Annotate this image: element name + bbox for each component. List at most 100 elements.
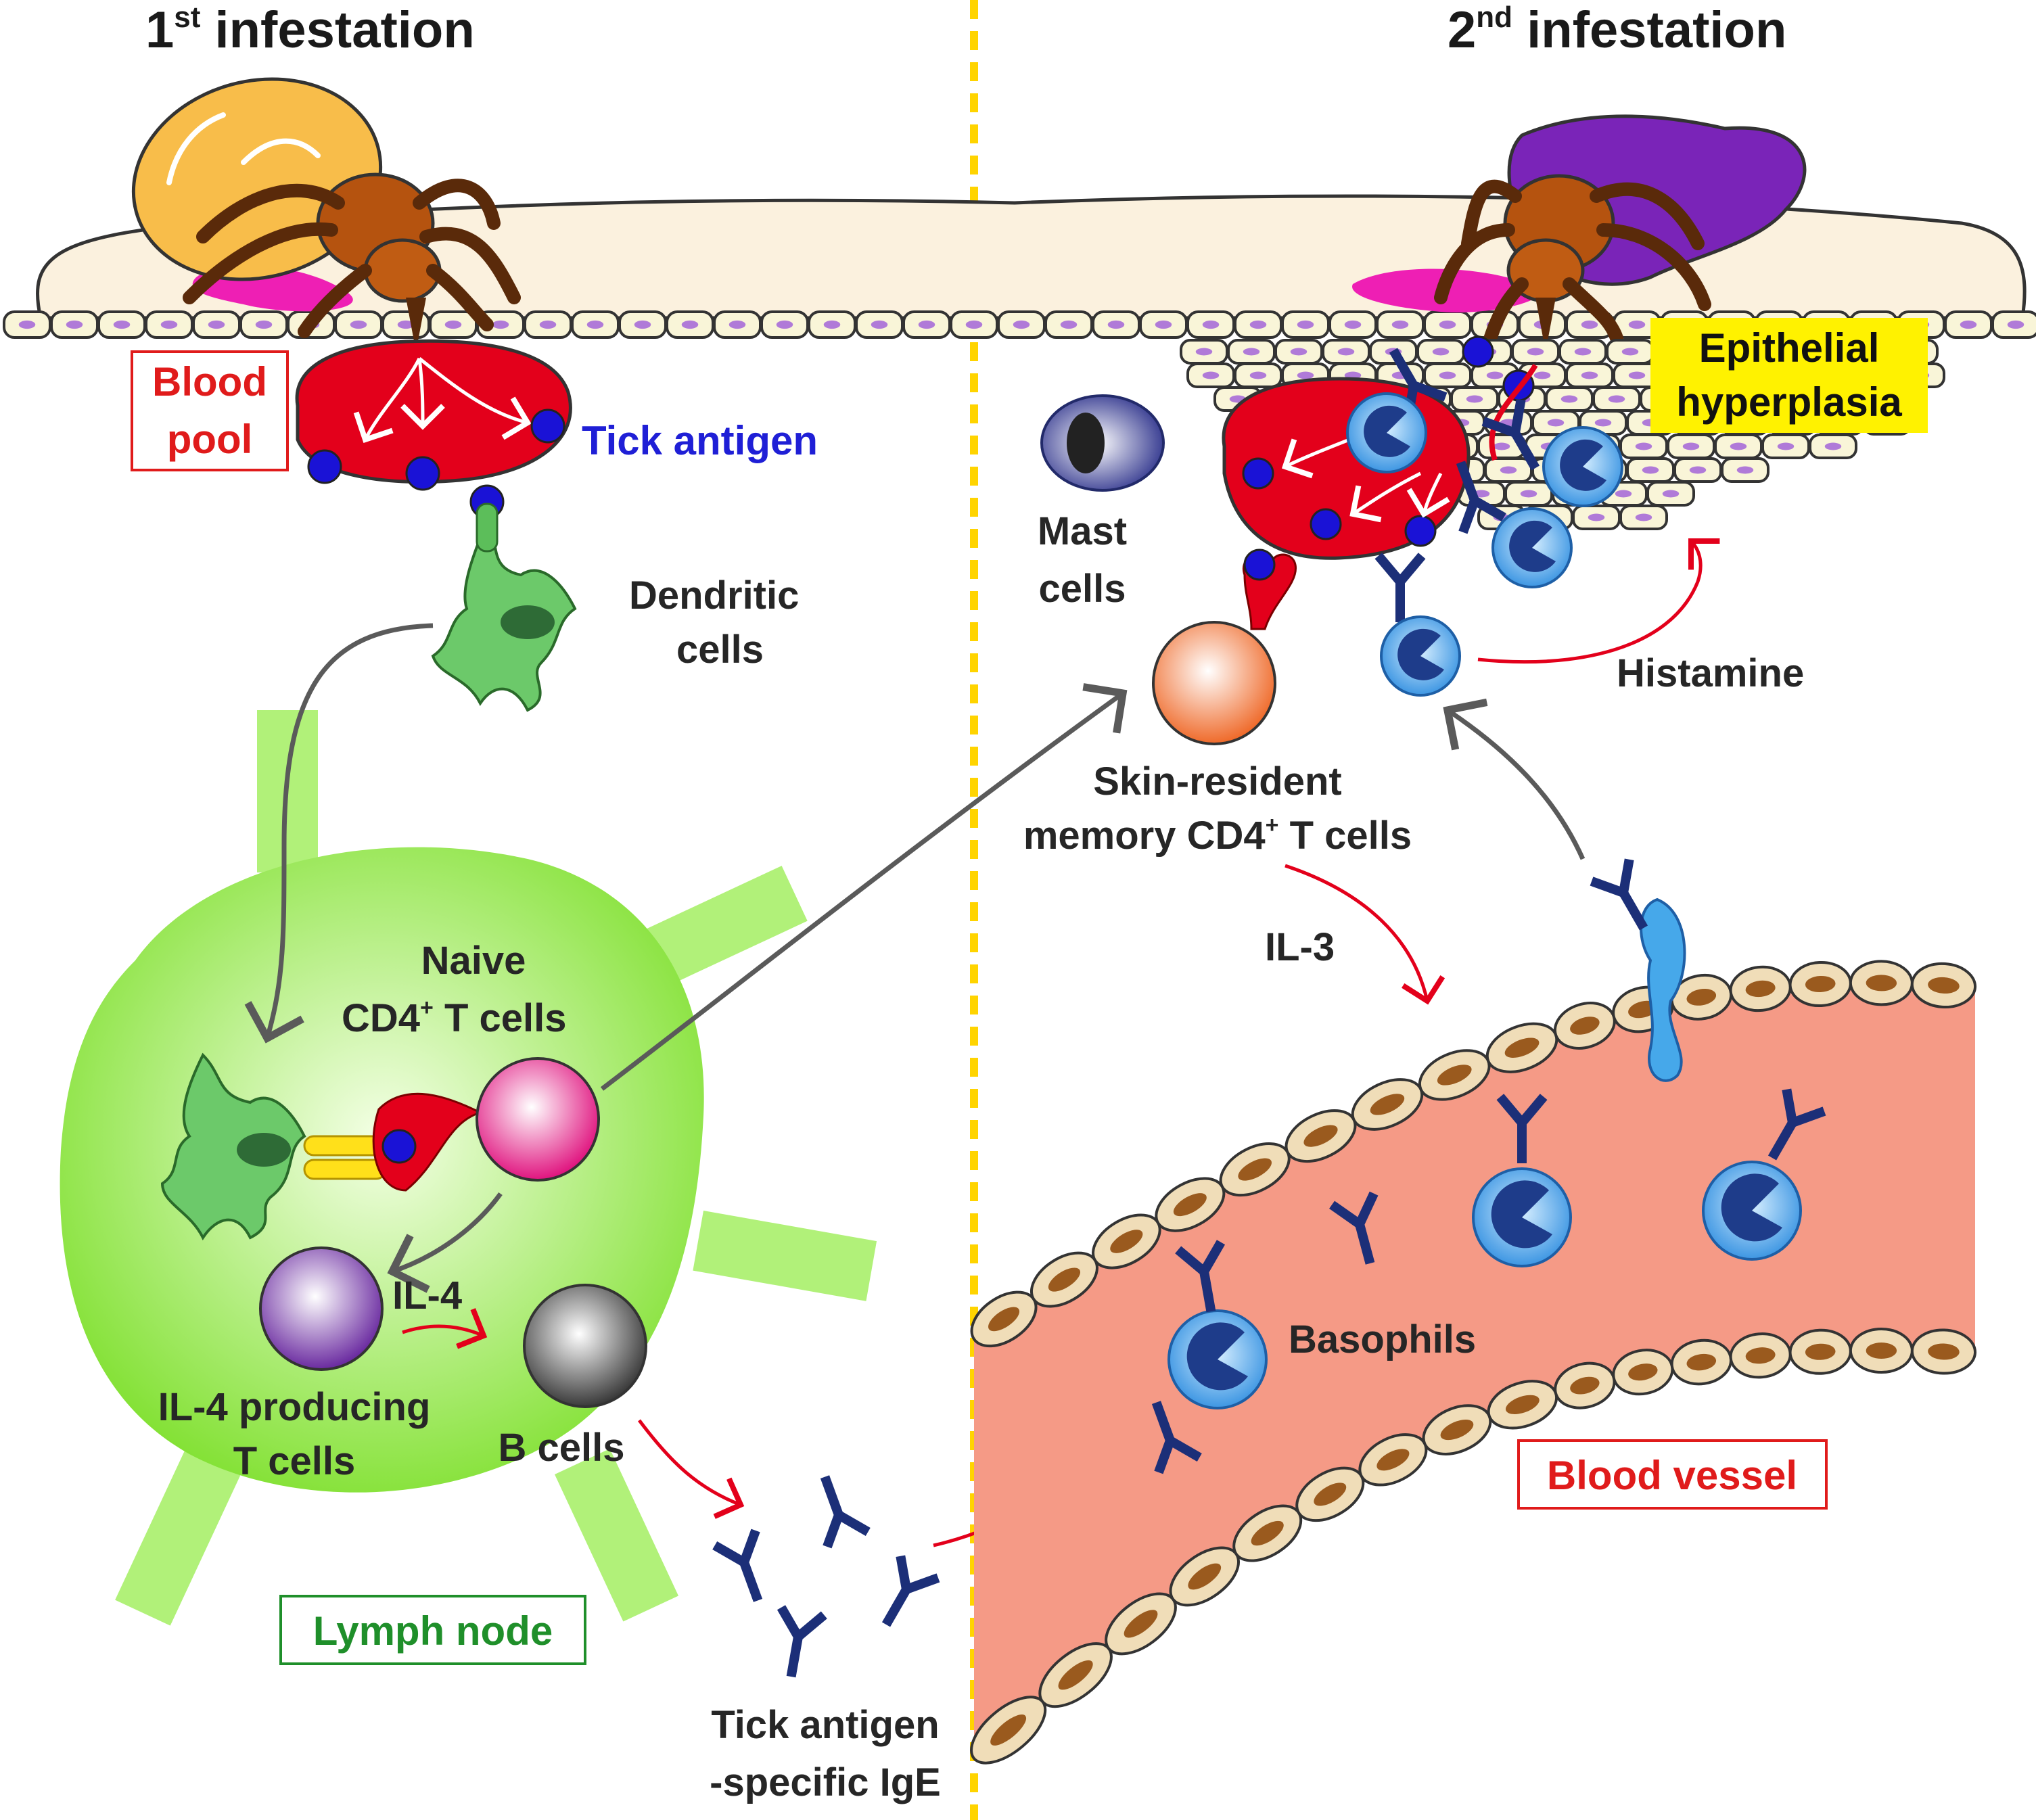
naive-label-line1: Naive: [421, 939, 526, 983]
epithelial-cell: [1139, 310, 1188, 339]
epithelial-cell: [1761, 434, 1810, 459]
epithelial-cell: [1180, 339, 1228, 365]
epithelial-cell: [1092, 310, 1140, 339]
epithelial-cell: [1450, 386, 1499, 412]
endothelial-cell: [1849, 960, 1914, 1006]
epithelial-cell: [713, 310, 762, 339]
arrow-il4: [402, 1308, 488, 1349]
epithelial-cell: [192, 310, 241, 339]
arrow-dc-to-lymph-node: [244, 623, 434, 1044]
ige-cluster: [710, 1468, 943, 1681]
ige-label-line1: Tick antigen: [711, 1703, 939, 1747]
blood-vessel-label-box: [1517, 1439, 1828, 1510]
skin-resident-label-line1: Skin-resident: [1093, 760, 1341, 803]
epithelial-cell: [334, 310, 383, 339]
title-second-infestation: 2nd infestation: [1448, 1, 1786, 59]
tick-antigen-label: Tick antigen: [582, 418, 818, 463]
il4-producing-t-cell: [259, 1246, 384, 1371]
mast-label-line2: cells: [1039, 567, 1126, 611]
blood-pool-label-line1: Blood: [152, 359, 267, 404]
epithelial-cell: [524, 310, 572, 339]
antigen-arrows-first: [353, 357, 532, 444]
epithelial-cell: [808, 310, 856, 339]
epithelial-cell: [1606, 339, 1655, 365]
epithelial-cell: [1667, 434, 1715, 459]
skin-resident-label-line2: memory CD4+ T cells: [1023, 812, 1412, 858]
arrow-il3: [1285, 864, 1445, 1005]
basophils-in-vessel: [1132, 1085, 1829, 1477]
title-first-infestation: 1st infestation: [145, 1, 475, 59]
blood-vessel-label: Blood vessel: [1547, 1453, 1797, 1498]
endothelial-cell: [970, 1290, 1038, 1348]
epithelial-cell: [1281, 310, 1330, 339]
vessel-wall-top: [970, 960, 1977, 1348]
mhc-tcr-complex: [303, 1092, 484, 1192]
arrow-histamine: [1477, 538, 1720, 664]
epithelial-cell: [1186, 363, 1235, 388]
epithelial-cell: [1619, 434, 1668, 459]
epithelial-cell: [1558, 339, 1607, 365]
lymph-node-label-box: [279, 1595, 586, 1665]
basophils-label: Basophils: [1289, 1317, 1476, 1361]
basophil-transmigrating: [1587, 855, 1686, 1082]
epithelial-label-line1: Epithelial: [1699, 325, 1880, 371]
epithelial-cell: [429, 310, 478, 339]
epithelial-cell: [760, 310, 809, 339]
epithelial-cell: [1572, 505, 1621, 530]
endothelial-cell: [1670, 973, 1733, 1021]
epithelial-cell: [1565, 363, 1614, 388]
epithelial-cell: [1186, 310, 1235, 339]
epithelial-cell: [1613, 363, 1661, 388]
epithelial-hyperplasia-label-box: [1650, 318, 1928, 433]
blood-pool-label-box: [131, 350, 289, 471]
basophils-in-skin: [1346, 392, 1623, 697]
epithelial-cell: [1991, 310, 2036, 339]
epithelial-cell: [145, 310, 193, 339]
epithelial-cell: [1274, 339, 1323, 365]
epithelial-cell: [1592, 386, 1641, 412]
endothelial-cell: [1788, 960, 1852, 1008]
epithelial-cell: [1423, 363, 1472, 388]
mast-label-line1: Mast: [1038, 509, 1127, 553]
epithelial-cell: [97, 310, 146, 339]
epithelial-cell: [1626, 457, 1675, 483]
epithelial-cell: [1484, 457, 1533, 483]
epithelial-cell: [1673, 457, 1722, 483]
epithelial-cell: [1234, 363, 1282, 388]
epithelial-cell: [618, 310, 667, 339]
epithelial-cell: [1545, 386, 1594, 412]
b-cells-label: B cells: [499, 1426, 625, 1470]
endothelial-cell: [1295, 1466, 1365, 1522]
epithelial-cell: [1511, 339, 1560, 365]
epithelial-cell: [571, 310, 620, 339]
epithelial-cell: [950, 310, 998, 339]
skin-resident-tcr: [1242, 549, 1297, 630]
epithelial-cell: [1234, 310, 1282, 339]
epithelial-cell: [1646, 481, 1695, 507]
endothelial-cell: [1612, 1349, 1674, 1396]
epithelial-cell: [1531, 410, 1580, 436]
epithelial-cell: [1322, 339, 1370, 365]
vessel-wall-bottom: [970, 1328, 1977, 1765]
il4-producing-label-line1: IL-4 producing: [158, 1385, 431, 1429]
tick-antigen-dots-second: [1242, 335, 1535, 547]
epithelial-cell: [239, 310, 288, 339]
arrow-naive-to-il4: [387, 1192, 503, 1293]
epithelial-label-line2: hyperplasia: [1676, 379, 1902, 425]
blood-pool-label-line2: pool: [167, 417, 253, 462]
epithelial-cell: [997, 310, 1046, 339]
tick-feeding-channel: [1489, 363, 1538, 461]
endothelial-cell: [1910, 1328, 1977, 1375]
epithelial-cell: [50, 310, 99, 339]
endothelial-cell: [1849, 1328, 1914, 1374]
epithelial-cell: [1376, 310, 1425, 339]
naive-label-line2: CD4+ T cells: [342, 995, 567, 1040]
tick-second-infestation: [1352, 114, 1807, 352]
lymph-node-label: Lymph node: [313, 1608, 553, 1654]
dendritic-cell-top: [431, 503, 577, 712]
tick-first-infestation: [131, 77, 521, 352]
il3-label: IL-3: [1265, 925, 1335, 969]
epithelial-cell: [1328, 310, 1377, 339]
epithelial-cell: [902, 310, 951, 339]
